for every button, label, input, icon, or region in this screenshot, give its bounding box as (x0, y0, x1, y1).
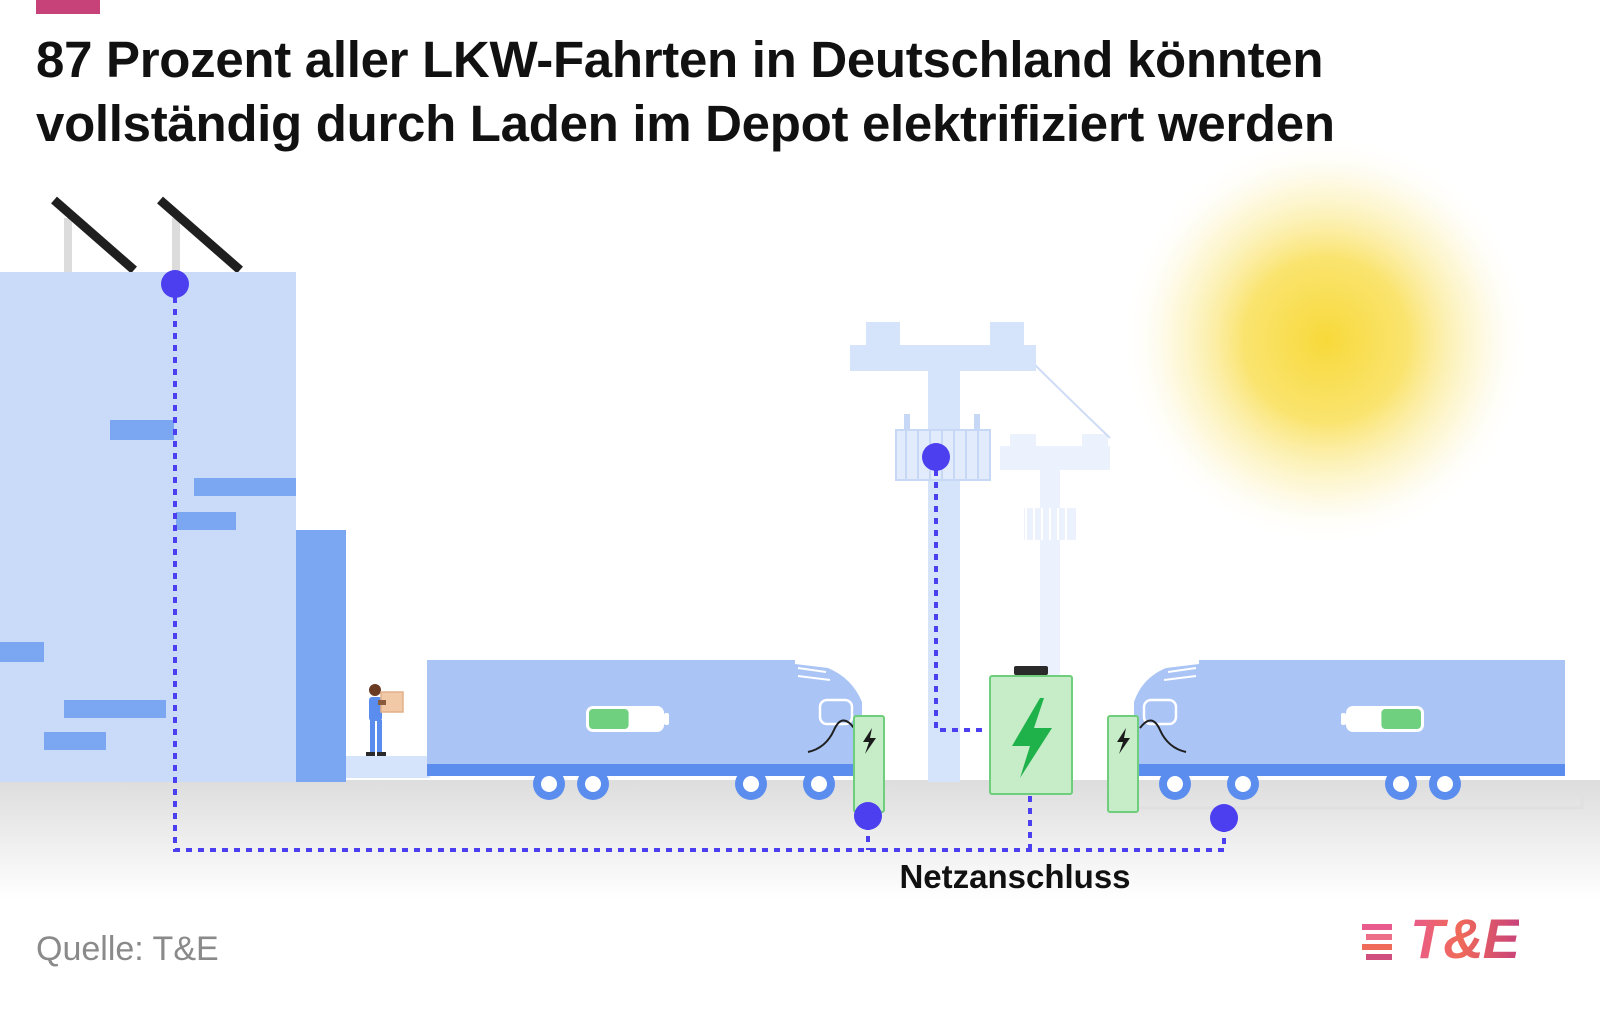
battery-storage (989, 666, 1073, 795)
charger-right (1107, 715, 1139, 813)
ground (0, 780, 1600, 900)
connection-nodes (161, 270, 1238, 832)
title-line-1: 87 Prozent aller LKW-Fahrten in Deutschl… (36, 31, 1324, 88)
sun-icon (1121, 135, 1531, 545)
page-title: 87 Prozent aller LKW-Fahrten in Deutschl… (36, 28, 1536, 156)
lightning-bolt-icon (1117, 728, 1130, 754)
title-line-2: vollständig durch Laden im Depot elektri… (36, 95, 1335, 152)
battery-icon (1341, 706, 1424, 732)
power-pole (850, 322, 1036, 782)
worker-with-box-icon (366, 684, 404, 756)
lightning-bolt-icon (1012, 698, 1052, 778)
te-stripes-logo-icon (1362, 924, 1392, 960)
battery-fill-right (1381, 709, 1421, 729)
source-note: Quelle: T&E (36, 930, 219, 968)
lightning-bolt-icon (863, 728, 876, 754)
charging-platform (1136, 794, 1584, 810)
warehouse-building (0, 272, 430, 782)
charger-left (853, 715, 885, 813)
solar-panel-icon (51, 196, 243, 274)
battery-icon (586, 706, 669, 732)
logo-wordmark: T&E (1410, 907, 1520, 970)
left-truck (427, 660, 865, 800)
grid-connection-label: Netzanschluss (899, 858, 1131, 895)
accent-bar (36, 0, 100, 14)
battery-fill-left (589, 709, 629, 729)
te-logo: T&E (1356, 906, 1546, 976)
right-truck (1130, 660, 1565, 800)
